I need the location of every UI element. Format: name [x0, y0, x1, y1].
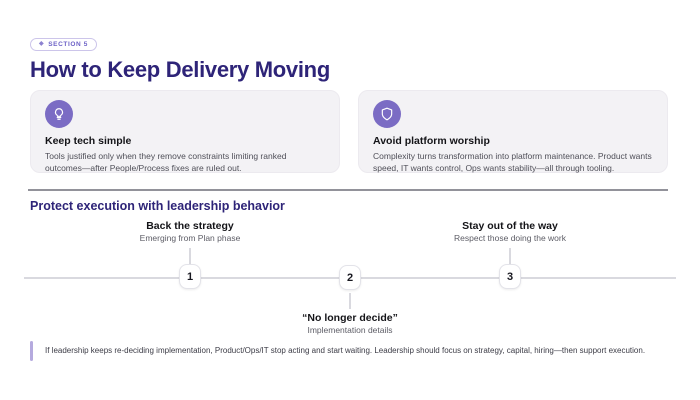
milestone-connector: [189, 248, 191, 264]
section-divider: [28, 189, 668, 191]
card-body: Tools justified only when they remove co…: [45, 151, 287, 174]
milestone-number-chip: 1: [179, 264, 201, 289]
milestone-number-chip: 3: [499, 264, 521, 289]
milestone-title: Stay out of the way: [462, 220, 558, 232]
milestone-title: “No longer decide”: [302, 312, 398, 324]
milestone-back-the-strategy: Back the strategy Emerging from Plan pha…: [100, 220, 280, 289]
section-badge: ◆ SECTION 5: [30, 37, 97, 51]
milestone-subtitle: Emerging from Plan phase: [139, 233, 241, 243]
milestone-connector: [509, 248, 511, 264]
note-accent-bar: [30, 341, 33, 361]
card-title: Keep tech simple: [45, 135, 132, 147]
milestone-connector: [349, 293, 351, 309]
shield-icon: [373, 100, 401, 128]
card-avoid-platform-worship: Avoid platform worship Complexity turns …: [358, 90, 668, 173]
card-title: Avoid platform worship: [373, 135, 490, 147]
milestone-title: Back the strategy: [146, 220, 234, 232]
header: ◆ SECTION 5 How to Keep Delivery Moving: [30, 32, 330, 83]
section-diamond-icon: ◆: [39, 41, 45, 47]
milestone-stay-out-of-the-way: Stay out of the way Respect those doing …: [420, 220, 600, 289]
milestone-no-longer-decide: 2 “No longer decide” Implementation deta…: [260, 265, 440, 336]
milestone-subtitle: Respect those doing the work: [454, 233, 566, 243]
card-body: Complexity turns transformation into pla…: [373, 151, 652, 174]
milestone-subtitle: Implementation details: [307, 325, 393, 335]
lightbulb-icon: [45, 100, 73, 128]
section-badge-label: SECTION 5: [48, 40, 88, 48]
callout-note: If leadership keeps re-deciding implemen…: [30, 341, 674, 361]
leadership-timeline: Back the strategy Emerging from Plan pha…: [0, 215, 700, 337]
milestone-number-chip: 2: [339, 265, 361, 290]
page-title: How to Keep Delivery Moving: [30, 56, 330, 82]
timeline-heading: Protect execution with leadership behavi…: [30, 199, 285, 213]
note-text: If leadership keeps re-deciding implemen…: [45, 346, 646, 355]
principle-cards: Keep tech simple Tools justified only wh…: [30, 90, 668, 173]
card-keep-tech-simple: Keep tech simple Tools justified only wh…: [30, 90, 340, 173]
